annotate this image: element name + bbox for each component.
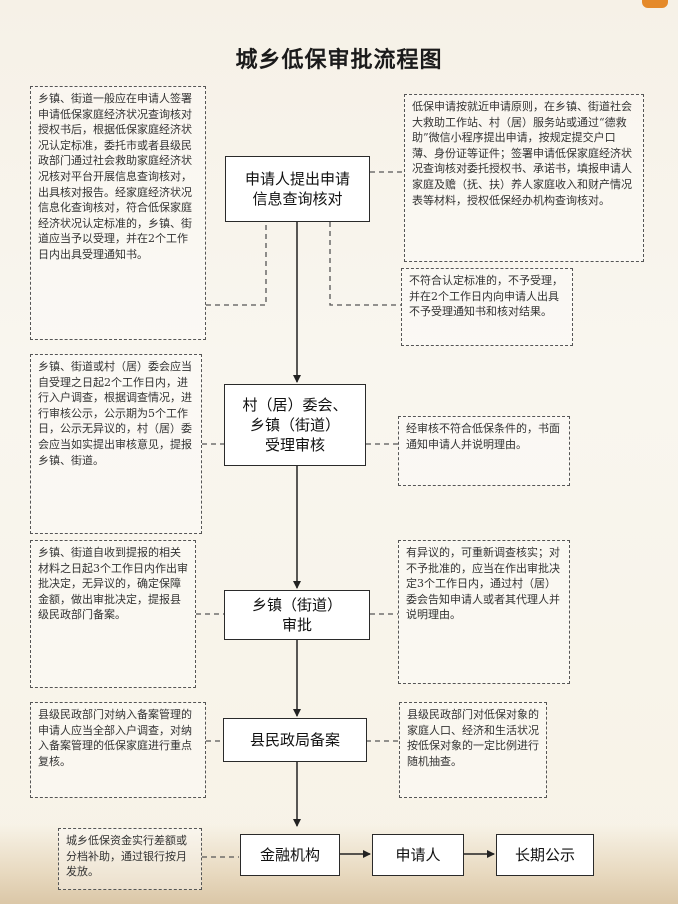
node-applicant: 申请人	[372, 834, 464, 876]
node-apply: 申请人提出申请 信息查询核对	[225, 156, 370, 222]
note-application-method: 低保申请按就近申请原则，在乡镇、街道社会大救助工作站、村（居）服务站或通过“德救…	[404, 94, 644, 262]
node-publicity: 长期公示	[496, 834, 594, 876]
note-record-review: 县级民政部门对纳入备案管理的申请人应当全部入户调查，对纳入备案管理的低保家庭进行…	[30, 702, 206, 798]
page-title: 城乡低保审批流程图	[235, 47, 443, 73]
dash-link-left1	[206, 222, 267, 306]
note-fund-payment: 城乡低保资金实行差额或分档补助，通过银行按月发放。	[58, 828, 202, 890]
corner-decoration	[642, 0, 668, 8]
note-info-check-rules: 乡镇、街道一般应在申请人签署申请低保家庭经济状况查询核对授权书后，根据低保家庭经…	[30, 86, 206, 340]
note-review-rejected: 经审核不符合低保条件的，书面通知申请人并说明理由。	[398, 416, 570, 486]
note-objection: 有异议的，可重新调查核实；对不予批准的，应当在作出审批决定3个工作日内，通过村（…	[398, 540, 570, 684]
node-town-approval: 乡镇（街道） 审批	[224, 590, 370, 640]
node-village-review: 村（居）委会、 乡镇（街道） 受理审核	[224, 384, 366, 466]
note-random-check: 县级民政部门对低保对象的家庭人口、经济和生活状况按低保对象的一定比例进行随机抽查…	[399, 702, 547, 798]
note-town-decision: 乡镇、街道自收到提报的相关材料之日起3个工作日内作出审批决定，无异议的，确定保障…	[30, 540, 196, 688]
dash-link-right2	[329, 222, 401, 306]
node-bank: 金融机构	[240, 834, 340, 876]
note-rejection-notice: 不符合认定标准的，不予受理，并在2个工作日内向申请人出具不予受理通知书和核对结果…	[401, 268, 573, 346]
node-civil-record: 县民政局备案	[223, 718, 367, 762]
note-village-survey: 乡镇、街道或村（居）委会应当自受理之日起2个工作日内，进行入户调查，根据调查情况…	[30, 354, 202, 534]
